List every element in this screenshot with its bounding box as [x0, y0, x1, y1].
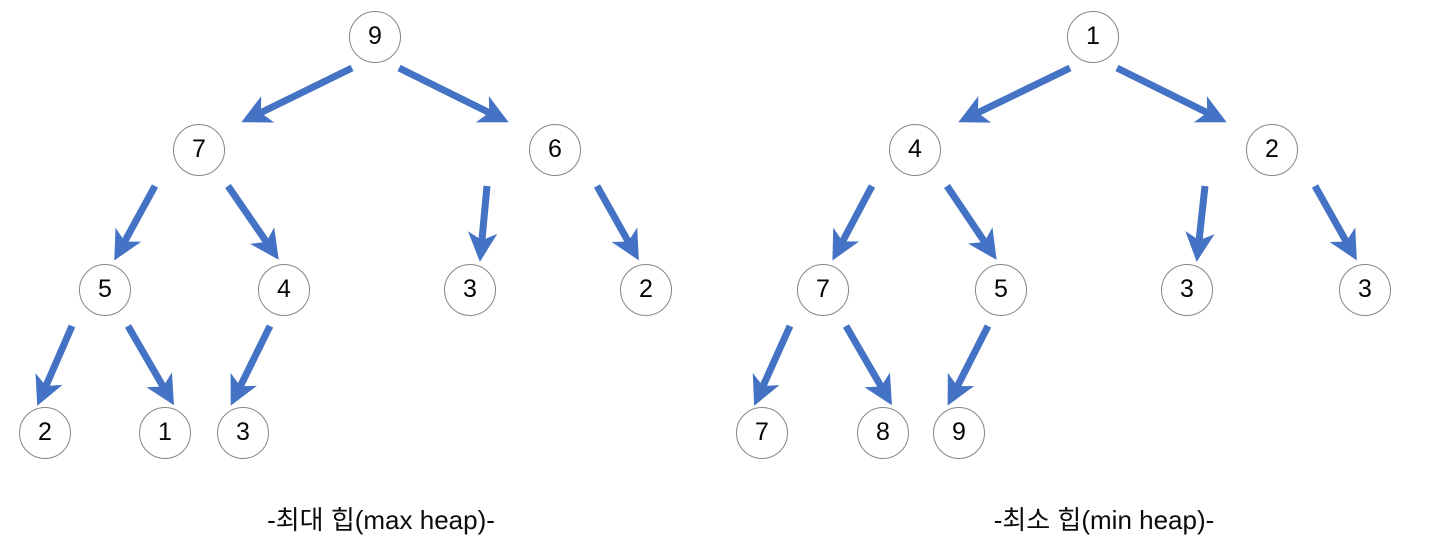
tree-edge-arrow [593, 184, 639, 261]
tree-node[interactable]: 3 [1339, 264, 1391, 316]
tree-node-label: 2 [1265, 134, 1279, 163]
tree-edge-arrow [947, 324, 992, 406]
tree-node-label: 3 [1358, 274, 1372, 303]
tree-node[interactable]: 3 [444, 264, 496, 316]
tree-node[interactable]: 2 [19, 407, 71, 459]
tree-node[interactable]: 1 [139, 407, 191, 459]
tree-node[interactable]: 9 [933, 407, 985, 459]
tree-edge-arrow [1185, 185, 1215, 262]
tree-node[interactable]: 4 [889, 124, 941, 176]
tree-node-label: 1 [158, 417, 172, 446]
tree-edge-arrow [752, 324, 794, 406]
tree-node-label: 9 [368, 21, 382, 50]
tree-edge-arrow [944, 184, 997, 260]
tree-node-label: 5 [994, 274, 1008, 303]
tree-node-label: 7 [755, 417, 769, 446]
tree-node[interactable]: 7 [173, 124, 225, 176]
tree-edge-arrow [842, 324, 892, 406]
tree-node-label: 2 [38, 417, 52, 446]
tree-node-label: 1 [1086, 21, 1100, 50]
tree-node[interactable]: 5 [975, 264, 1027, 316]
tree-node[interactable]: 3 [217, 407, 269, 459]
tree-node-label: 8 [876, 417, 890, 446]
tree-node-label: 6 [548, 134, 562, 163]
tree-edge-arrow [1115, 64, 1227, 123]
tree-node[interactable]: 4 [258, 264, 310, 316]
tree-node-label: 7 [816, 274, 830, 303]
tree-edge-arrow [1311, 184, 1357, 261]
tree-node[interactable]: 8 [857, 407, 909, 459]
tree-edge-arrow [397, 64, 509, 123]
tree-node-label: 7 [192, 134, 206, 163]
tree-edge-arrow [124, 324, 174, 406]
tree-edge-arrow [35, 324, 76, 406]
tree-node[interactable]: 7 [736, 407, 788, 459]
tree-node-label: 4 [908, 134, 922, 163]
tree-edge-arrow [467, 185, 498, 262]
tree-edge-arrow [230, 324, 274, 406]
tree-node[interactable]: 3 [1161, 264, 1213, 316]
tree-node[interactable]: 7 [797, 264, 849, 316]
tree-node-label: 5 [98, 274, 112, 303]
tree-caption: -최소 힙(min heap)- [993, 505, 1215, 535]
tree-node[interactable]: 5 [79, 264, 131, 316]
tree-node-label: 2 [639, 274, 653, 303]
tree-node-label: 3 [1180, 274, 1194, 303]
tree-node-label: 9 [952, 417, 966, 446]
tree-node-label: 3 [236, 417, 250, 446]
tree-node[interactable]: 2 [620, 264, 672, 316]
tree-caption: -최대 힙(max heap)- [267, 505, 495, 535]
tree-node[interactable]: 1 [1067, 11, 1119, 63]
tree-edge-arrow [832, 184, 876, 261]
tree-edge-arrow [225, 184, 279, 260]
tree-node[interactable]: 6 [529, 124, 581, 176]
tree-node-label: 4 [277, 274, 291, 303]
tree-edge-arrow [114, 184, 159, 261]
tree-node[interactable]: 9 [349, 11, 401, 63]
tree-edge-arrow [241, 64, 354, 123]
tree-edge-arrow [958, 64, 1072, 123]
tree-node-label: 3 [463, 274, 477, 303]
tree-node[interactable]: 2 [1246, 124, 1298, 176]
